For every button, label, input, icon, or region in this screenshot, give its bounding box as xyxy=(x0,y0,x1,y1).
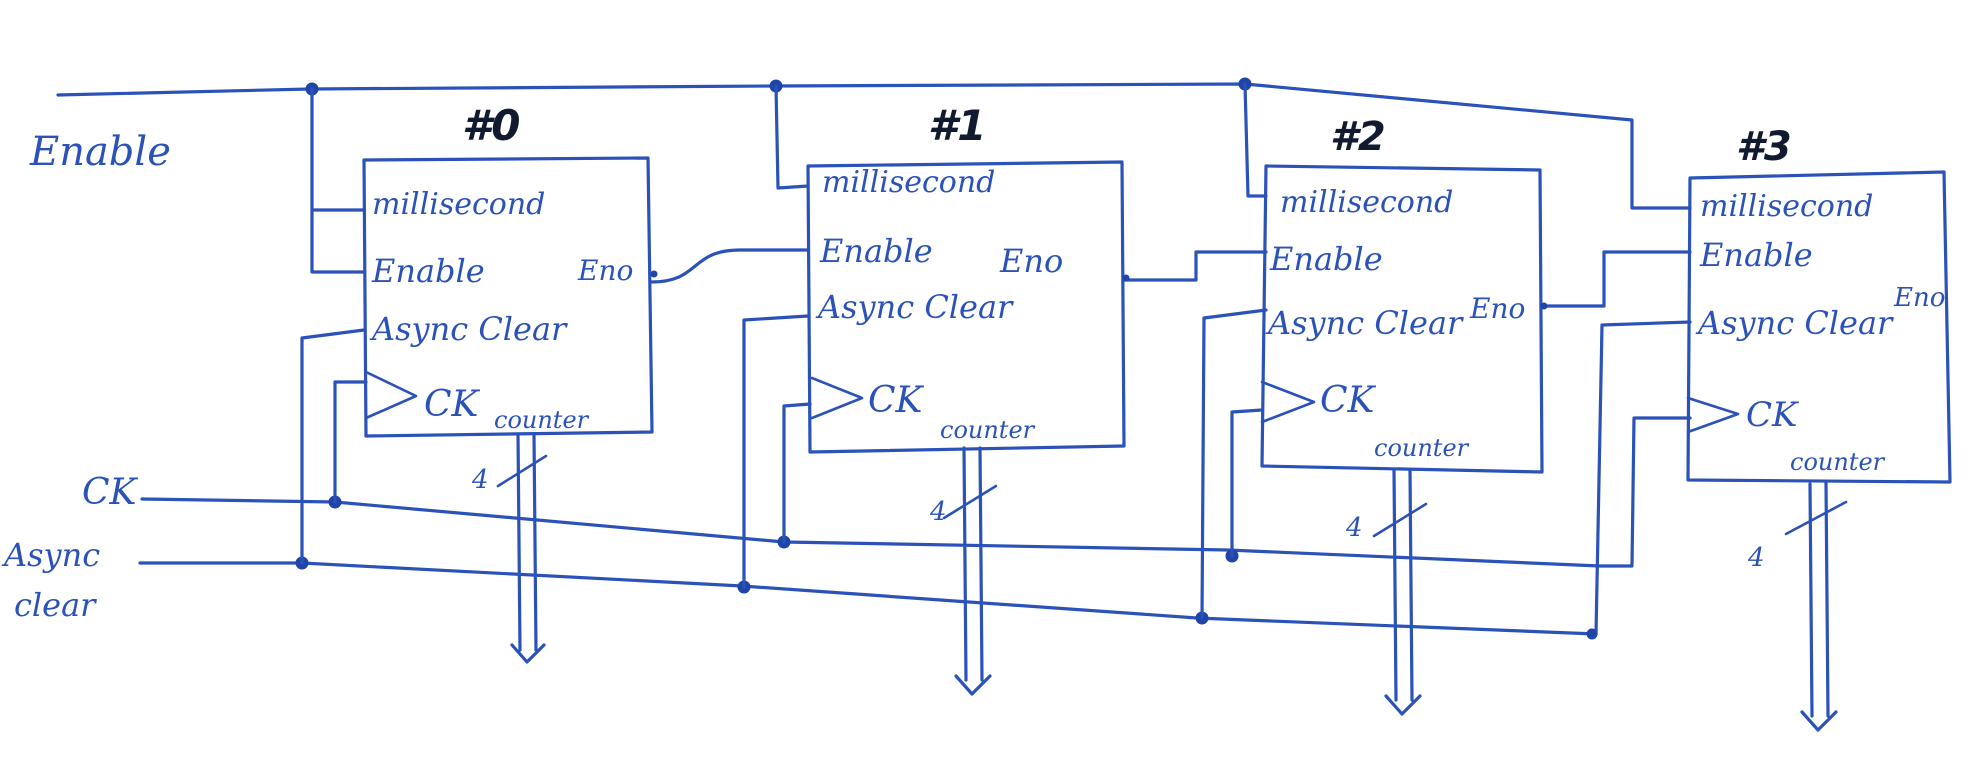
block-1-bus-width: 4 xyxy=(929,497,947,527)
block-1-counter-label: counter xyxy=(940,416,1036,444)
block-2-clock-triangle xyxy=(1260,380,1316,424)
block-3-number: #3 xyxy=(1736,124,1792,170)
block-2-port-ck: CK xyxy=(1320,380,1377,421)
block-3-box xyxy=(1686,170,1952,484)
block-2-ck-wire xyxy=(1230,408,1264,558)
counter-block-0: #0 millisecond Enable Async Clear CK Eno… xyxy=(300,87,654,664)
block-1-port-enable: Enable xyxy=(819,232,933,270)
block-0-number: #0 xyxy=(462,101,520,150)
block-1-millisecond-wire xyxy=(774,84,810,190)
async-clear-signal-label-line2: clear xyxy=(14,586,97,624)
block-0-counter-label: counter xyxy=(494,406,590,434)
block-0-port-enable: Enable xyxy=(371,252,485,290)
block-2-box xyxy=(1260,164,1544,474)
block-3-output-bus xyxy=(1800,480,1838,732)
block-0-output-eno: Eno xyxy=(577,254,633,287)
block-1-port-async-clear: Async Clear xyxy=(815,288,1014,326)
async-clear-line xyxy=(138,320,1692,636)
async-clear-signal-label-line1: Async xyxy=(1,536,100,574)
counter-block-3: #3 millisecond Enable Async Clear CK Eno… xyxy=(1540,124,1952,732)
block-3-port-millisecond: millisecond xyxy=(1700,189,1873,224)
block-2-output-bus xyxy=(1384,468,1422,716)
block-0-box xyxy=(362,156,654,438)
block-3-port-ck: CK xyxy=(1746,395,1800,435)
counter-block-2: #2 millisecond Enable Async Clear CK Eno… xyxy=(1122,82,1544,716)
block-1-port-ck: CK xyxy=(868,380,925,421)
block-2-number: #2 xyxy=(1330,114,1386,160)
block-3-counter-label: counter xyxy=(1790,448,1886,476)
block-1-clock-triangle xyxy=(810,376,864,420)
block-3-enable-from-prev-eno xyxy=(1540,250,1692,308)
ck-signal-label: CK xyxy=(82,472,139,513)
block-2-bus-slash xyxy=(1372,502,1428,538)
block-2-bus-width: 4 xyxy=(1345,513,1363,543)
block-3-clock-triangle xyxy=(1686,396,1740,434)
block-2-output-eno: Eno xyxy=(1469,292,1525,325)
counter-block-1: #1 millisecond Enable Async Clear CK Eno… xyxy=(650,84,1126,696)
block-0-eno-pin xyxy=(650,270,658,278)
block-2-millisecond-wire xyxy=(1243,82,1268,198)
enable-signal-label: Enable xyxy=(29,129,171,175)
block-2-port-millisecond: millisecond xyxy=(1280,185,1453,220)
block-1-ck-wire xyxy=(782,402,812,544)
block-0-async-wire xyxy=(300,328,366,565)
block-0-output-bus xyxy=(510,432,546,664)
block-0-bus-width: 4 xyxy=(471,465,489,495)
block-1-bus-slash xyxy=(942,484,998,520)
block-1-enable-from-prev-eno xyxy=(650,248,810,284)
block-2-port-async-clear: Async Clear xyxy=(1265,304,1464,342)
block-0-port-ck: CK xyxy=(424,384,481,425)
block-3-port-async-clear: Async Clear xyxy=(1695,304,1894,342)
block-0-ck-wire xyxy=(333,380,368,504)
block-3-port-enable: Enable xyxy=(1699,236,1813,274)
block-1-port-millisecond: millisecond xyxy=(822,165,995,200)
block-2-async-wire xyxy=(1200,308,1268,620)
block-2-port-enable: Enable xyxy=(1269,240,1383,278)
block-1-async-wire xyxy=(742,314,810,589)
block-2-eno-pin xyxy=(1540,302,1548,310)
ck-line xyxy=(140,416,1692,568)
block-0-enable-wires xyxy=(310,87,366,274)
async-junction-3 xyxy=(1586,628,1598,640)
block-0-port-millisecond: millisecond xyxy=(372,187,545,222)
block-2-counter-label: counter xyxy=(1374,434,1470,462)
block-0-clock-triangle xyxy=(364,370,418,420)
block-1-box xyxy=(806,160,1126,454)
block-2-enable-from-prev-eno xyxy=(1122,250,1268,282)
block-1-eno-pin xyxy=(1122,274,1130,282)
block-3-bus-width: 4 xyxy=(1747,543,1765,573)
block-3-output-eno: Eno xyxy=(1893,283,1945,313)
block-0-bus-slash xyxy=(496,454,548,488)
block-1-number: #1 xyxy=(928,101,986,150)
block-1-output-eno: Eno xyxy=(999,242,1063,280)
block-3-bus-slash xyxy=(1784,500,1848,536)
block-1-output-bus xyxy=(954,446,992,696)
block-0-port-async-clear: Async Clear xyxy=(369,310,568,348)
